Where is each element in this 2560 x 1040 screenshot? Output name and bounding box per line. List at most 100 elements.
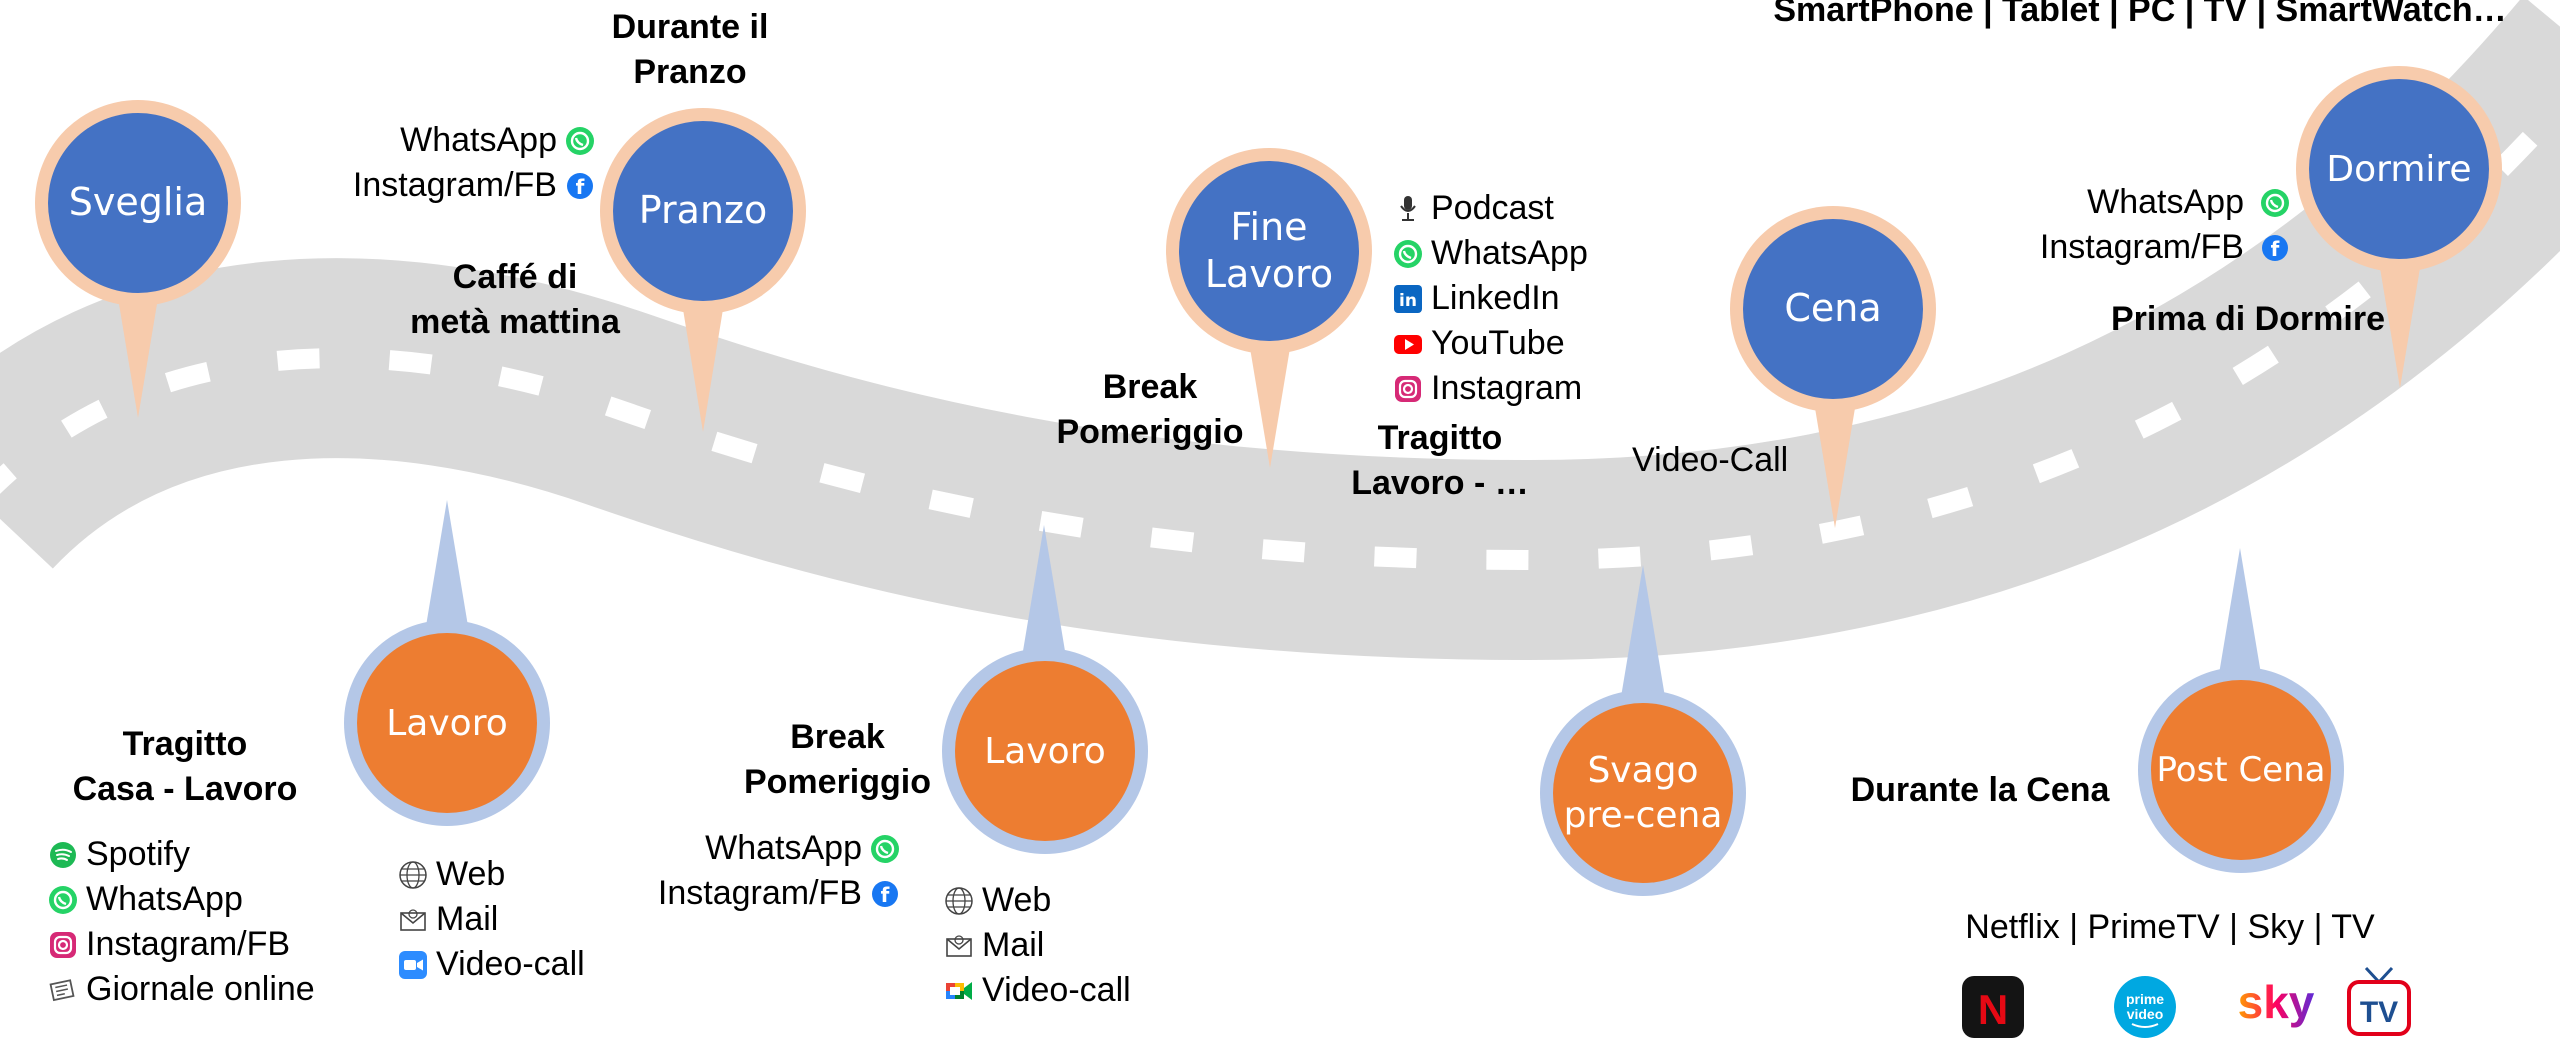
apps-tragitto: Spotify WhatsApp Instagram/FB Giornale o… bbox=[48, 832, 348, 1012]
pin-lavoro-1: Lavoro bbox=[344, 620, 550, 826]
svg-text:prime: prime bbox=[2126, 991, 2164, 1007]
whatsapp-icon bbox=[565, 126, 595, 156]
pin-pranzo-label: Pranzo bbox=[613, 121, 793, 301]
apps-dormire: WhatsApp Instagram/FB f bbox=[1960, 180, 2290, 270]
pin-svago: Svago pre-cena bbox=[1540, 690, 1746, 896]
app-item: WhatsApp bbox=[48, 877, 348, 922]
facebook-icon: f bbox=[870, 879, 900, 909]
app-item: in LinkedIn bbox=[1393, 276, 1673, 321]
app-item: Mail bbox=[944, 923, 1174, 968]
app-item: Giornale online bbox=[48, 967, 348, 1012]
app-label: Instagram/FB bbox=[657, 874, 862, 912]
app-label: Instagram/FB bbox=[86, 925, 291, 963]
app-item: Web bbox=[398, 852, 618, 897]
pin-lavoro-2-label: Lavoro bbox=[955, 661, 1135, 841]
apps-lavoro-2: Web Mail Video-call bbox=[944, 878, 1174, 1013]
pin-lavoro-2: Lavoro bbox=[942, 648, 1148, 854]
app-item: Instagram bbox=[1393, 366, 1673, 411]
label-tragitto-casa: Tragitto Casa - Lavoro bbox=[72, 725, 298, 808]
pin-cena-label: Cena bbox=[1743, 219, 1923, 399]
meet-icon bbox=[944, 976, 974, 1006]
app-item: Spotify bbox=[48, 832, 348, 877]
instagram-icon bbox=[48, 930, 78, 960]
label-break-bottom: Break Pomeriggio bbox=[743, 718, 932, 801]
whatsapp-icon bbox=[2260, 188, 2290, 218]
app-label: WhatsApp bbox=[2087, 183, 2244, 221]
app-label: Giornale online bbox=[86, 970, 315, 1008]
svg-text:in: in bbox=[1399, 291, 1417, 311]
whatsapp-icon bbox=[870, 834, 900, 864]
app-label: Instagram bbox=[1431, 369, 1583, 407]
app-item: WhatsApp bbox=[600, 826, 900, 871]
label-durante-pranzo: Durante il Pranzo bbox=[611, 8, 769, 91]
globe-icon bbox=[944, 886, 974, 916]
app-label: WhatsApp bbox=[86, 880, 243, 918]
spotify-icon bbox=[48, 840, 78, 870]
svg-text:TV: TV bbox=[2360, 996, 2398, 1029]
apps-break-bottom: WhatsApp Instagram/FB f bbox=[600, 826, 900, 916]
svg-text:f: f bbox=[2271, 237, 2280, 261]
label-durante-cena: Durante la Cena bbox=[1850, 771, 2110, 809]
pin-dormire-label: Dormire bbox=[2309, 79, 2489, 259]
zoom-icon bbox=[398, 950, 428, 980]
app-item: WhatsApp bbox=[1393, 231, 1673, 276]
devices-header: SmartPhone | Tablet | PC | TV | SmartWat… bbox=[1773, 0, 2507, 29]
label-break-top: Break Pomeriggio bbox=[1056, 368, 1244, 451]
facebook-icon: f bbox=[2260, 233, 2290, 263]
app-item: Instagram/FB bbox=[48, 922, 348, 967]
app-item: Mail bbox=[398, 897, 618, 942]
svg-text:sky: sky bbox=[2238, 976, 2315, 1028]
app-item: Podcast bbox=[1393, 186, 1673, 231]
sky-logo: sky bbox=[2236, 970, 2316, 1036]
app-label: Web bbox=[982, 881, 1052, 919]
svg-text:f: f bbox=[881, 883, 890, 907]
mail-icon bbox=[398, 905, 428, 935]
pin-fine-lavoro-label: Fine Lavoro bbox=[1179, 161, 1359, 341]
pin-sveglia-label: Sveglia bbox=[48, 113, 228, 293]
app-item: Instagram/FB f bbox=[1960, 225, 2290, 270]
app-label: Spotify bbox=[86, 835, 190, 873]
label-tragitto-lavoro: Tragitto Lavoro - … bbox=[1351, 419, 1529, 502]
pin-pranzo: Pranzo bbox=[600, 108, 806, 314]
linkedin-icon: in bbox=[1393, 284, 1423, 314]
road-lane-markings bbox=[0, 91, 2560, 571]
tv-logo: TV bbox=[2344, 964, 2414, 1040]
pin-cena: Cena bbox=[1730, 206, 1936, 412]
apps-fine-lavoro: Podcast WhatsApp in LinkedIn YouTube Ins… bbox=[1393, 186, 1673, 411]
pin-fine-lavoro: Fine Lavoro bbox=[1166, 148, 1372, 354]
globe-icon bbox=[398, 860, 428, 890]
app-label: WhatsApp bbox=[1431, 234, 1588, 272]
newspaper-icon bbox=[48, 975, 78, 1005]
pin-dormire: Dormire bbox=[2296, 66, 2502, 272]
app-label: WhatsApp bbox=[400, 121, 557, 159]
apps-lavoro-1: Web Mail Video-call bbox=[398, 852, 618, 987]
whatsapp-icon bbox=[48, 885, 78, 915]
app-item: WhatsApp bbox=[1960, 180, 2290, 225]
svg-text:N: N bbox=[1978, 986, 2008, 1033]
netflix-logo: N bbox=[1960, 974, 2026, 1040]
app-item: Instagram/FB f bbox=[300, 163, 595, 208]
pin-sveglia: Sveglia bbox=[35, 100, 241, 306]
pin-post-cena: Post Cena bbox=[2138, 667, 2344, 873]
app-label: Web bbox=[436, 855, 506, 893]
app-label: Instagram/FB bbox=[352, 166, 557, 204]
app-label: YouTube bbox=[1431, 324, 1565, 362]
youtube-icon bbox=[1393, 329, 1423, 359]
app-label: Instagram/FB bbox=[2039, 228, 2244, 266]
app-item: Video-call bbox=[398, 942, 618, 987]
podcast-icon bbox=[1393, 194, 1423, 224]
app-label: Mail bbox=[982, 926, 1045, 964]
app-label: Video-call bbox=[436, 945, 585, 983]
label-video-call: Video-Call bbox=[1632, 441, 1789, 479]
label-streaming: Netflix | PrimeTV | Sky | TV bbox=[1965, 908, 2375, 946]
pin-svago-label: Svago pre-cena bbox=[1553, 703, 1733, 883]
app-item: WhatsApp bbox=[300, 118, 595, 163]
app-label: Video-call bbox=[982, 971, 1131, 1009]
app-item: Web bbox=[944, 878, 1174, 923]
whatsapp-icon bbox=[1393, 239, 1423, 269]
pin-lavoro-1-label: Lavoro bbox=[357, 633, 537, 813]
apps-pranzo: WhatsApp Instagram/FB f bbox=[300, 118, 595, 208]
app-item: YouTube bbox=[1393, 321, 1673, 366]
